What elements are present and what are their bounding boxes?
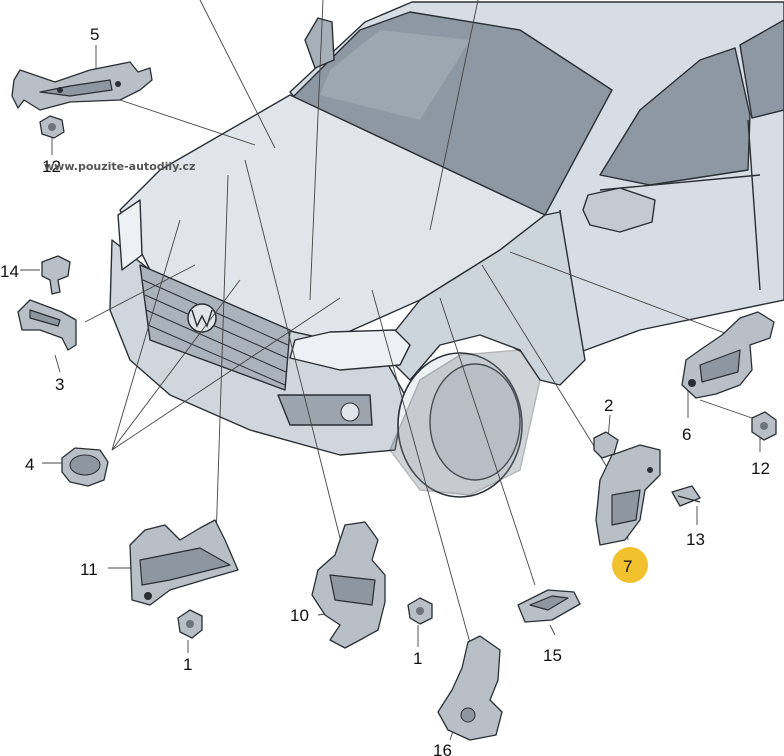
part-1-nut-center xyxy=(407,597,433,625)
part-12-nut-top xyxy=(39,115,65,139)
watermark: www.pouzite-autodily.cz xyxy=(44,160,195,173)
part-10-bracket xyxy=(311,521,386,649)
label-4: 4 xyxy=(25,455,34,474)
label-13: 13 xyxy=(686,530,705,549)
part-6-bracket xyxy=(681,311,775,399)
part-15-cover-cap xyxy=(517,589,581,623)
part-13-screw xyxy=(671,485,701,507)
part-14-clip xyxy=(41,255,71,295)
car-illustration xyxy=(109,1,784,498)
label-1-left: 1 xyxy=(183,655,192,674)
part-12-nut-right xyxy=(751,411,777,441)
label-1-center: 1 xyxy=(413,649,422,668)
highlight-badge xyxy=(612,547,648,583)
label-16: 16 xyxy=(433,741,452,756)
label-12-right: 12 xyxy=(751,459,770,478)
part-11-bracket xyxy=(129,519,239,606)
part-5-bracket xyxy=(11,61,153,111)
part-3-bracket xyxy=(17,299,77,351)
part-16-bracket xyxy=(437,635,503,741)
part-4-sensor-housing xyxy=(61,447,109,487)
label-6: 6 xyxy=(682,425,691,444)
label-14: 14 xyxy=(0,262,19,281)
label-12-top: 12 xyxy=(42,157,61,176)
label-7: 7 xyxy=(623,557,632,576)
part-numbers: 5 12 14 3 4 11 1 10 1 16 15 2 7 13 6 12 xyxy=(0,25,770,756)
part-7-bracket xyxy=(595,444,661,546)
label-10: 10 xyxy=(290,606,309,625)
label-5: 5 xyxy=(90,25,99,44)
label-15: 15 xyxy=(543,646,562,665)
label-11: 11 xyxy=(80,560,98,579)
part-1-nut-left xyxy=(177,609,203,639)
label-3: 3 xyxy=(55,375,64,394)
leader-lines xyxy=(20,0,761,741)
label-2: 2 xyxy=(604,396,613,415)
